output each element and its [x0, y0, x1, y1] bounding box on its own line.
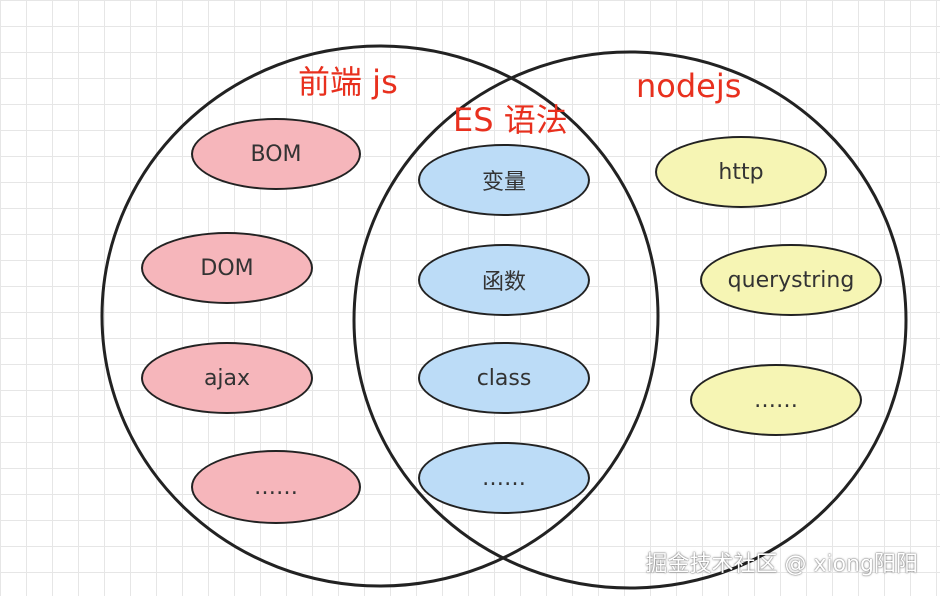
nodejs-item-more: ……: [690, 364, 862, 436]
es-item-class: class: [418, 342, 590, 414]
es-item-function: 函数: [418, 244, 590, 316]
watermark: 掘金技术社区 @ xiong阳阳: [645, 552, 919, 577]
nodejs-item-querystring: querystring: [700, 244, 882, 316]
frontend-item-bom: BOM: [191, 118, 361, 190]
frontend-item-ajax: ajax: [141, 342, 313, 414]
es-item-variable: 变量: [418, 144, 590, 216]
es-item-more: ……: [418, 442, 590, 514]
frontend-title: 前端 js: [298, 63, 398, 101]
nodejs-title: nodejs: [636, 67, 742, 105]
nodejs-item-http: http: [655, 136, 827, 208]
frontend-item-dom: DOM: [141, 232, 313, 304]
es-title: ES 语法: [453, 101, 568, 139]
nodejs-circle: [352, 50, 908, 590]
frontend-item-more: ……: [191, 450, 361, 524]
frontend-circle: [100, 44, 660, 588]
